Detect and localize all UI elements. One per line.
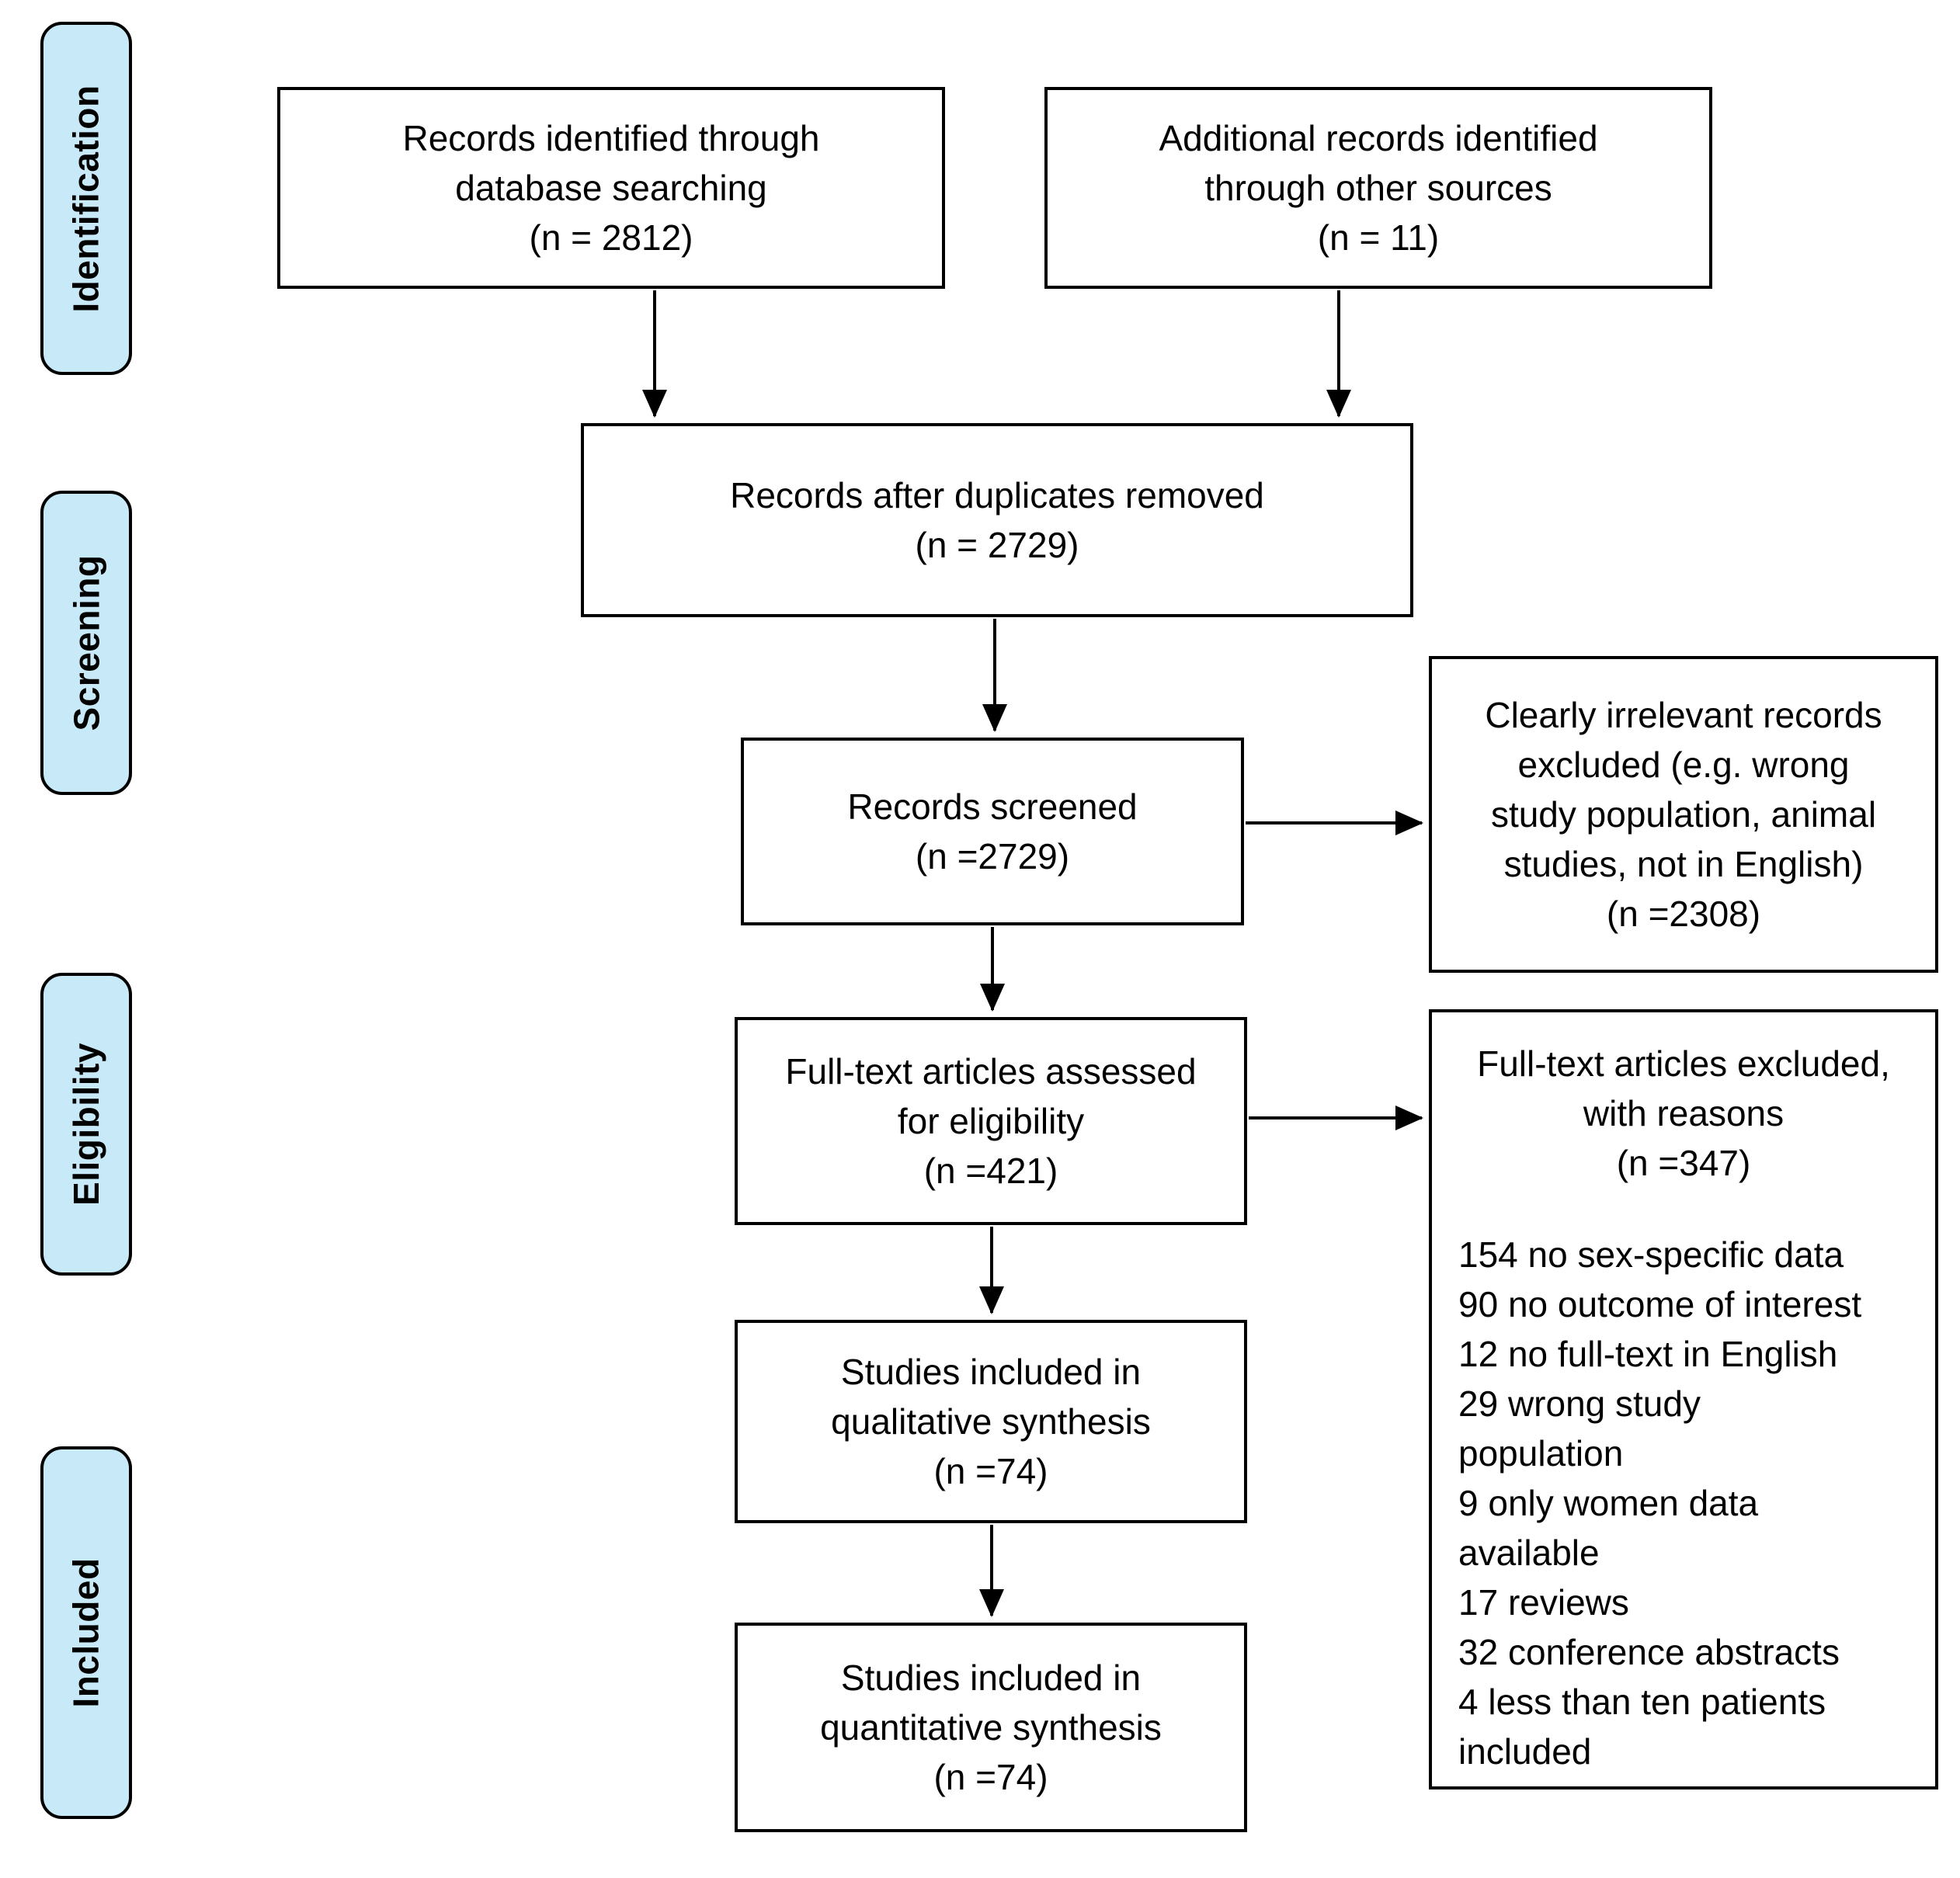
box-records-after-duplicates-removed: Records after duplicates removed (n = 27… bbox=[581, 423, 1413, 617]
box-text: Records identified through database sear… bbox=[402, 118, 820, 258]
box-fulltext-assessed: Full-text articles assessed for eligibil… bbox=[735, 1017, 1247, 1225]
stage-label: Screening bbox=[66, 554, 107, 731]
box-additional-records: Additional records identified through ot… bbox=[1044, 87, 1712, 289]
box-text: Records after duplicates removed (n = 27… bbox=[730, 475, 1264, 565]
box-records-identified: Records identified through database sear… bbox=[277, 87, 945, 289]
box-records-screened: Records screened (n =2729) bbox=[741, 738, 1244, 925]
exclusion-reason: 12 no full-text in English bbox=[1458, 1334, 1838, 1374]
stage-tab-included: Included bbox=[40, 1446, 132, 1819]
box-text: Additional records identified through ot… bbox=[1159, 118, 1598, 258]
stage-label: Included bbox=[66, 1557, 106, 1708]
exclusion-reason: 9 only women data available bbox=[1458, 1483, 1759, 1573]
box-text: Studies included in qualitative synthesi… bbox=[831, 1352, 1151, 1491]
box-text: Clearly irrelevant records excluded (e.g… bbox=[1485, 695, 1882, 934]
exclusion-reason: 90 no outcome of interest bbox=[1458, 1284, 1862, 1324]
box-quantitative-synthesis: Studies included in quantitative synthes… bbox=[735, 1623, 1247, 1832]
box-irrelevant-records-excluded: Clearly irrelevant records excluded (e.g… bbox=[1429, 656, 1938, 973]
stage-label: Eligibility bbox=[66, 1043, 106, 1206]
stage-tab-screening: Screening bbox=[40, 491, 132, 795]
box-text: Studies included in quantitative synthes… bbox=[820, 1658, 1162, 1797]
box-header-text: Full-text articles excluded, with reason… bbox=[1477, 1043, 1890, 1183]
box-text: Records screened (n =2729) bbox=[847, 786, 1138, 877]
box-qualitative-synthesis: Studies included in qualitative synthesi… bbox=[735, 1320, 1247, 1523]
stage-label: Identification bbox=[66, 84, 107, 313]
exclusion-reason: 29 wrong study population bbox=[1458, 1383, 1701, 1474]
box-fulltext-excluded: Full-text articles excluded, with reason… bbox=[1429, 1009, 1938, 1789]
exclusion-reason: 4 less than ten patients included bbox=[1458, 1682, 1826, 1772]
stage-tab-eligibility: Eligibility bbox=[40, 973, 132, 1276]
exclusion-reason: 154 no sex-specific data bbox=[1458, 1234, 1844, 1275]
stage-tab-identification: Identification bbox=[40, 22, 132, 375]
exclusion-reason: 32 conference abstracts bbox=[1458, 1632, 1840, 1672]
exclusion-reasons-list: 154 no sex-specific data 90 no outcome o… bbox=[1432, 1230, 1935, 1776]
exclusion-reason: 17 reviews bbox=[1458, 1582, 1629, 1623]
box-text: Full-text articles assessed for eligibil… bbox=[785, 1051, 1197, 1191]
